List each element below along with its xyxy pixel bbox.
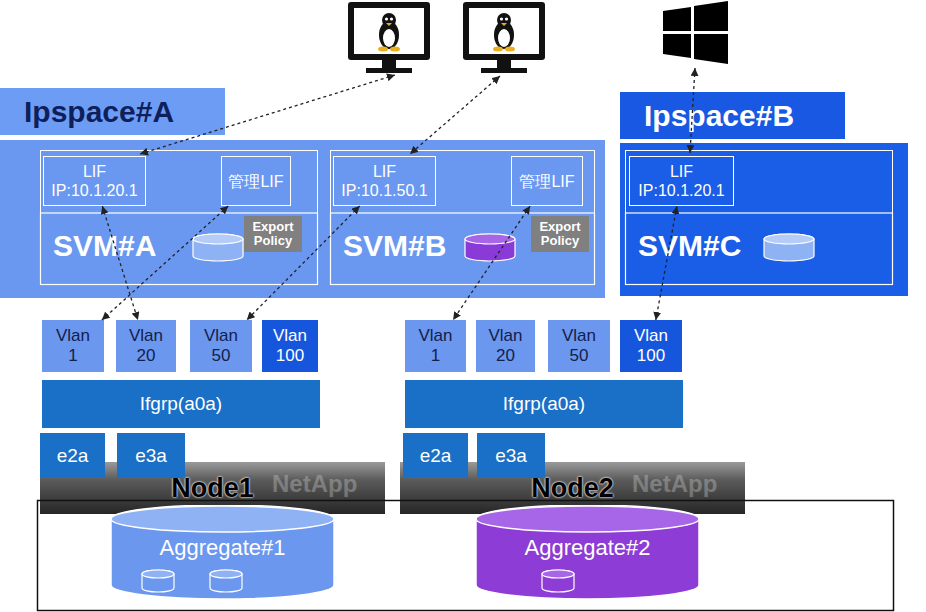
vlan-port: Vlan 100	[620, 320, 682, 372]
lif-box: LIFIP:10.1.20.1	[629, 156, 734, 206]
export-policy: Export Policy	[531, 216, 589, 252]
windows-logo	[694, 34, 728, 64]
windows-client	[663, 1, 728, 64]
ifgrp-box: Ifgrp(a0a)	[42, 380, 320, 428]
lif-box: LIFIP:10.1.20.1	[43, 156, 146, 206]
ipspace-band: Ipspace#ASVM#ALIFIP:10.1.20.1管理LIFExport…	[0, 140, 605, 298]
aggregate-cylinder: Aggregate#2	[475, 505, 700, 600]
tux-icon	[390, 17, 393, 20]
node-detail: IP:10.1.20.1	[51, 181, 137, 200]
tux-icon	[505, 17, 508, 20]
node-label: Vlan 20	[129, 326, 163, 366]
node-label: e3a	[135, 445, 167, 467]
tux-icon	[379, 21, 399, 49]
monitor-screen	[354, 8, 424, 54]
ifgrp-box: Ifgrp(a0a)	[405, 380, 683, 428]
node-label: Vlan 1	[56, 326, 90, 366]
node-label: SVM#C	[638, 229, 741, 263]
watermark: NetApp	[272, 470, 357, 498]
tux-icon	[386, 23, 392, 26]
node-label: SVM#A	[53, 229, 156, 263]
monitor-base	[366, 68, 412, 73]
node-label: LIF	[670, 162, 693, 181]
cylinder-top	[476, 506, 699, 532]
node-label: Ipspace#A	[0, 88, 225, 135]
monitor-screen	[469, 8, 539, 54]
node-label: Vlan 100	[634, 326, 668, 366]
physical-port: e3a	[477, 433, 545, 478]
node-label: Aggregate#2	[475, 535, 700, 561]
node-label: Ipspace#B	[620, 92, 845, 139]
node-label: Aggregate#1	[110, 535, 335, 561]
vlan-port: Vlan 20	[476, 320, 535, 372]
svm-box: SVM#B LIFIP:10.1.50.1 管理LIF Export Policy	[330, 150, 595, 285]
windows-logo	[663, 7, 691, 31]
lif-box: LIFIP:10.1.50.1	[333, 156, 436, 206]
tux-icon	[500, 17, 503, 20]
node-label: e3a	[495, 445, 527, 467]
aggregate-cylinder: Aggregate#1	[110, 505, 335, 600]
linux-client	[463, 2, 545, 73]
node-label: Ifgrp(a0a)	[140, 393, 222, 415]
cylinder-top	[111, 506, 334, 532]
node-label: Vlan 20	[488, 326, 522, 366]
physical-port: e2a	[40, 433, 105, 478]
monitor-frame	[463, 2, 545, 60]
node-label: Vlan 50	[204, 326, 238, 366]
node-label: 管理LIF	[519, 172, 574, 191]
windows-logo	[694, 1, 728, 31]
ipspace-band: Ipspace#BSVM#CLIFIP:10.1.20.1	[620, 143, 908, 296]
tux-icon	[493, 47, 503, 52]
vlan-port: Vlan 1	[405, 320, 466, 372]
export-policy: Export Policy	[244, 216, 302, 252]
node-label: SVM#B	[343, 229, 446, 263]
tux-icon	[383, 29, 395, 47]
physical-port: e2a	[403, 433, 468, 478]
monitor-base	[481, 68, 527, 73]
vlan-port: Vlan 50	[548, 320, 610, 372]
monitor-stand	[497, 60, 511, 68]
tux-icon	[494, 21, 514, 49]
node-label: Ifgrp(a0a)	[503, 393, 585, 415]
svm-box: SVM#A LIFIP:10.1.20.1 管理LIF Export Policy	[40, 150, 318, 285]
tux-icon	[505, 47, 515, 52]
node-detail: IP:10.1.50.1	[341, 181, 427, 200]
vlan-port: Vlan 100	[262, 320, 318, 372]
monitor-frame	[348, 2, 430, 60]
node-label: e2a	[57, 445, 89, 467]
node-label: Vlan 1	[418, 326, 452, 366]
node-label: LIF	[373, 162, 396, 181]
vlan-port: Vlan 50	[190, 320, 252, 372]
node-label: Export Policy	[539, 220, 580, 248]
tux-icon	[382, 13, 396, 27]
node-label: Export Policy	[252, 220, 293, 248]
mgmt-lif-box: 管理LIF	[221, 156, 291, 206]
tux-icon	[497, 13, 511, 27]
node-label: LIF	[83, 162, 106, 181]
windows-logo	[663, 34, 691, 58]
cylinder-body	[111, 505, 334, 599]
cylinder-body	[476, 505, 699, 599]
node-label: Vlan 50	[562, 326, 596, 366]
tux-icon	[378, 47, 388, 52]
node-label: 管理LIF	[228, 172, 283, 191]
vlan-port: Vlan 20	[116, 320, 176, 372]
tux-icon	[385, 17, 388, 20]
tux-icon	[498, 29, 510, 47]
node-label: Vlan 100	[273, 326, 307, 366]
svm-box: SVM#C LIFIP:10.1.20.1	[625, 150, 893, 285]
node-detail: IP:10.1.20.1	[638, 181, 724, 200]
vlan-port: Vlan 1	[42, 320, 104, 372]
tux-icon	[501, 23, 507, 26]
linux-client	[348, 2, 430, 73]
monitor-stand	[382, 60, 396, 68]
mgmt-lif-box: 管理LIF	[511, 156, 583, 206]
physical-port: e3a	[117, 433, 185, 478]
node-label: e2a	[420, 445, 452, 467]
storage-frame	[38, 501, 894, 611]
watermark: NetApp	[632, 470, 717, 498]
tux-icon	[390, 47, 400, 52]
